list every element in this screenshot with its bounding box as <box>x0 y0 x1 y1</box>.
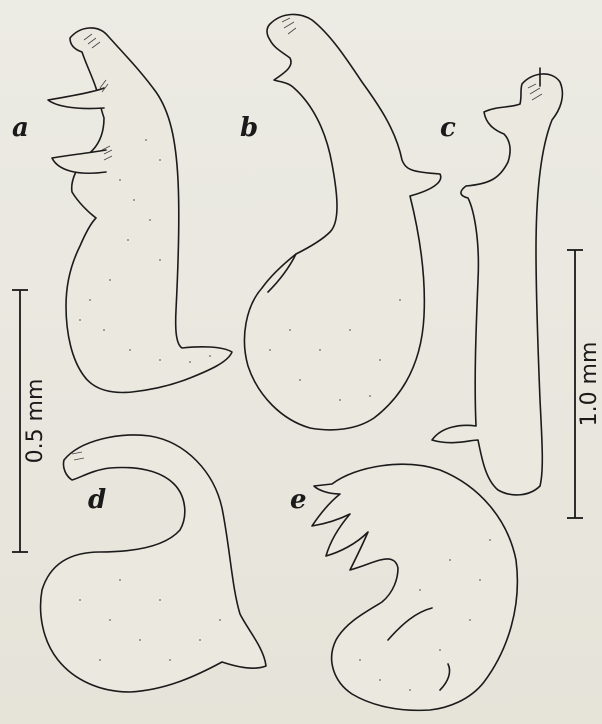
panel-label-d: d <box>88 485 106 515</box>
scale-label-small: 0.5 mm <box>23 379 48 464</box>
panel-label-a: a <box>12 113 29 143</box>
panel-label-c: c <box>440 113 456 143</box>
panel-label-b: b <box>240 113 258 143</box>
specimen-b-outline <box>244 14 440 429</box>
scale-bar-large: 1.0 mm <box>567 250 602 518</box>
scale-label-large: 1.0 mm <box>577 342 602 427</box>
specimen-e-outline <box>312 464 517 710</box>
scale-bar-small: 0.5 mm <box>12 290 48 552</box>
specimen-a-outline <box>48 28 232 393</box>
panel-label-e: e <box>290 485 307 515</box>
specimen-d-outline <box>41 435 266 692</box>
